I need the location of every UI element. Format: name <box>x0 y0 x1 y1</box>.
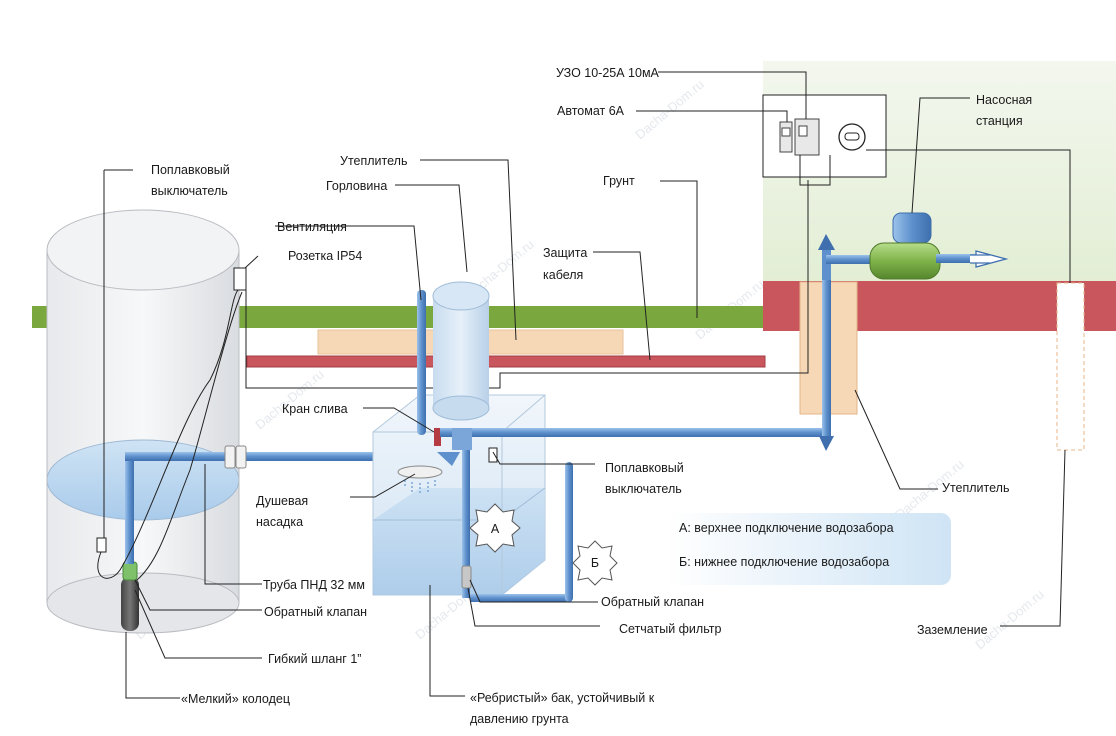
label-cable-protection-2: кабеля <box>543 268 583 282</box>
cable-protection-pipe <box>246 355 766 368</box>
label-shower-2: насадка <box>256 515 303 529</box>
float-switch-tank <box>488 447 498 463</box>
label-insulation-right: Утеплитель <box>942 481 1009 495</box>
label-socket: Розетка IP54 <box>288 249 362 263</box>
label-ventilation: Вентиляция <box>277 220 347 234</box>
tank-inner-pipe <box>462 428 470 598</box>
label-well: «Мелкий» колодец <box>181 692 290 706</box>
label-filter: Сетчатый фильтр <box>619 622 721 636</box>
label-avtomat: Автомат 6А <box>557 104 625 118</box>
label-drain-valve: Кран слива <box>282 402 348 416</box>
ventilation-pipe <box>417 290 426 435</box>
shallow-well <box>46 209 240 634</box>
pipe-tee <box>452 428 472 450</box>
label-soil: Грунт <box>603 174 635 188</box>
grounding-column <box>1056 282 1085 451</box>
label-cable-protection-1: Защита <box>543 246 587 260</box>
arrow-up <box>818 234 835 250</box>
outgoing-pipe <box>440 428 830 437</box>
pump-inlet-pipe <box>826 255 876 264</box>
cable-pump-to-socket <box>136 291 243 581</box>
cable-panel-to-pump <box>799 155 831 186</box>
label-uzo: УЗО 10-25А 10мА <box>556 66 660 80</box>
lower-intake-riser <box>565 462 573 602</box>
marker-a: А <box>491 522 500 536</box>
watermark-text: Dacha-Dom.ru <box>972 586 1046 652</box>
shower-head <box>397 465 443 494</box>
label-shower-1: Душевая <box>256 494 308 508</box>
lower-intake-pipe <box>470 594 570 602</box>
leader-lines <box>103 71 1066 699</box>
marker-a-shape <box>469 503 521 553</box>
inlet-funnel <box>437 452 460 466</box>
marker-b: Б <box>591 556 599 570</box>
label-hose: Гибкий шланг 1” <box>268 652 361 666</box>
arrow-down <box>819 436 834 451</box>
watermark-text: Dacha-Dom.ru <box>252 366 326 432</box>
label-pump-station-1: Насосная <box>976 93 1032 107</box>
label-check-valve-left: Обратный клапан <box>264 605 367 619</box>
arrow-up-shaft <box>822 250 831 280</box>
cable-socket-to-pump-station <box>245 180 809 389</box>
label-grounding: Заземление <box>917 623 988 637</box>
pump-riser-pipe <box>822 250 831 436</box>
marker-b-shape <box>572 540 618 586</box>
drain-valve <box>434 428 441 446</box>
label-float-tank-2: выключатель <box>605 482 682 496</box>
electrical-panel <box>762 94 887 178</box>
label-tank-1: «Ребристый» бак, устойчивый к <box>470 691 655 705</box>
legend-box <box>667 513 951 585</box>
pipe-coupling-2 <box>235 445 247 469</box>
cable-ground <box>866 149 1071 283</box>
label-insulation-top: Утеплитель <box>340 154 407 168</box>
socket-ip54 <box>233 267 247 291</box>
tank-neck <box>432 281 490 421</box>
watermark-text: Dacha-Dom.ru <box>632 76 706 142</box>
cable-float-to-socket <box>97 289 239 579</box>
label-check-valve-mid: Обратный клапан <box>601 595 704 609</box>
label-neck: Горловина <box>326 179 387 193</box>
submersible-pump <box>121 561 139 631</box>
legend-a: А: верхнее подключение водозабора <box>679 521 894 535</box>
label-pump-station-2: станция <box>976 114 1023 128</box>
pnd-pipe-horizontal <box>125 452 437 461</box>
label-pipe: Труба ПНД 32 мм <box>263 578 365 592</box>
well-riser-pipe <box>125 452 134 564</box>
label-tank-2: давлению грунта <box>470 712 569 726</box>
pipe-coupling-1 <box>224 445 236 469</box>
ribbed-tank <box>372 394 546 596</box>
float-switch-well <box>96 537 107 553</box>
legend-b: Б: нижнее подключение водозабора <box>679 555 889 569</box>
label-float-well-2: выключатель <box>151 184 228 198</box>
label-float-well-1: Поплавковый <box>151 163 230 177</box>
label-float-tank-1: Поплавковый <box>605 461 684 475</box>
pump-station <box>869 212 1009 280</box>
mesh-filter <box>461 565 472 589</box>
